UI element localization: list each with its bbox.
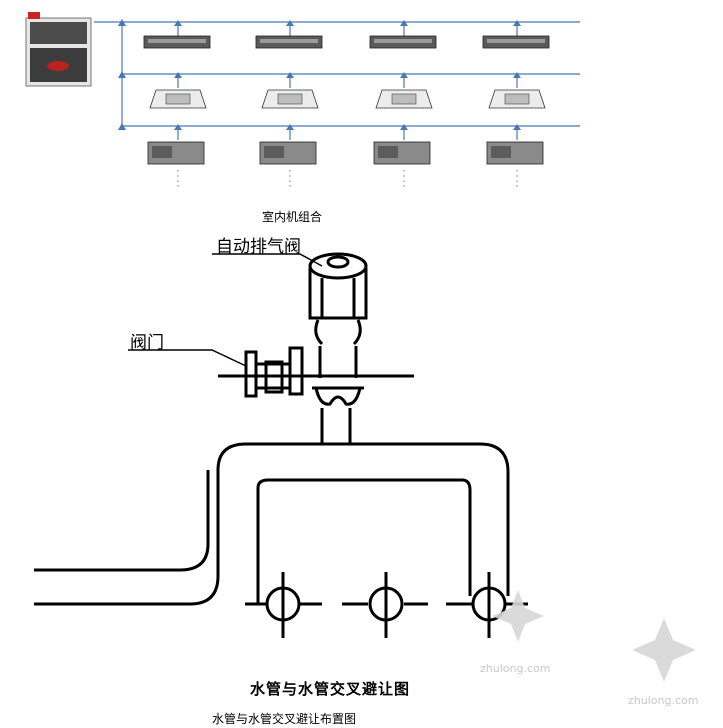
branch-arrow <box>513 124 521 130</box>
cassette-unit-panel <box>165 93 191 105</box>
refrigerant-pipe-network <box>94 19 580 140</box>
crossing-pipes <box>245 572 528 638</box>
cassette-unit-panel <box>277 93 303 105</box>
inner-return-pipe <box>256 478 472 604</box>
air-vent-label: 自动排气阀 <box>216 237 301 257</box>
watermark-text-1: zhulong.com <box>480 662 551 675</box>
indoor-unit-combination-diagram <box>25 12 580 188</box>
concealed-duct-unit-box <box>378 146 398 158</box>
duct-unit-grille <box>487 39 545 43</box>
branch-arrow <box>400 20 408 26</box>
branch-arrow <box>286 124 294 130</box>
branch-arrow <box>513 72 521 78</box>
concealed-duct-unit-box <box>491 146 511 158</box>
watermark-text-2: zhulong.com <box>628 694 699 707</box>
leader-lines <box>128 253 323 367</box>
branch-arrow <box>286 20 294 26</box>
duct-unit-grille <box>148 39 206 43</box>
valve-label: 阀门 <box>130 333 164 353</box>
branch-arrow <box>513 20 521 26</box>
outer-pipe <box>34 442 510 606</box>
flow-arrow <box>118 123 126 130</box>
duct-unit-grille <box>374 39 432 43</box>
watermark-logo <box>492 590 696 682</box>
valve-assembly <box>218 252 414 406</box>
top-diagram-caption: 室内机组合 <box>262 210 323 224</box>
bottom-caption: 水管与水管交叉避让布置图 <box>212 712 357 726</box>
branch-arrow <box>174 124 182 130</box>
diagram-title: 水管与水管交叉避让图 <box>250 680 411 698</box>
indoor-units <box>143 35 550 188</box>
branch-arrow <box>400 124 408 130</box>
branch-arrow <box>174 20 182 26</box>
outdoor-unit <box>25 12 92 87</box>
branch-arrow <box>286 72 294 78</box>
concealed-duct-unit-box <box>152 146 172 158</box>
flow-arrow <box>118 71 126 78</box>
branch-arrow <box>174 72 182 78</box>
cassette-unit-panel <box>391 93 417 105</box>
branch-arrow <box>400 72 408 78</box>
pipe-crossing-diagram <box>34 408 510 606</box>
flow-arrow <box>118 19 126 26</box>
cassette-unit-panel <box>504 93 530 105</box>
concealed-duct-unit-box <box>264 146 284 158</box>
duct-unit-grille <box>260 39 318 43</box>
inner-pipe <box>34 470 210 572</box>
